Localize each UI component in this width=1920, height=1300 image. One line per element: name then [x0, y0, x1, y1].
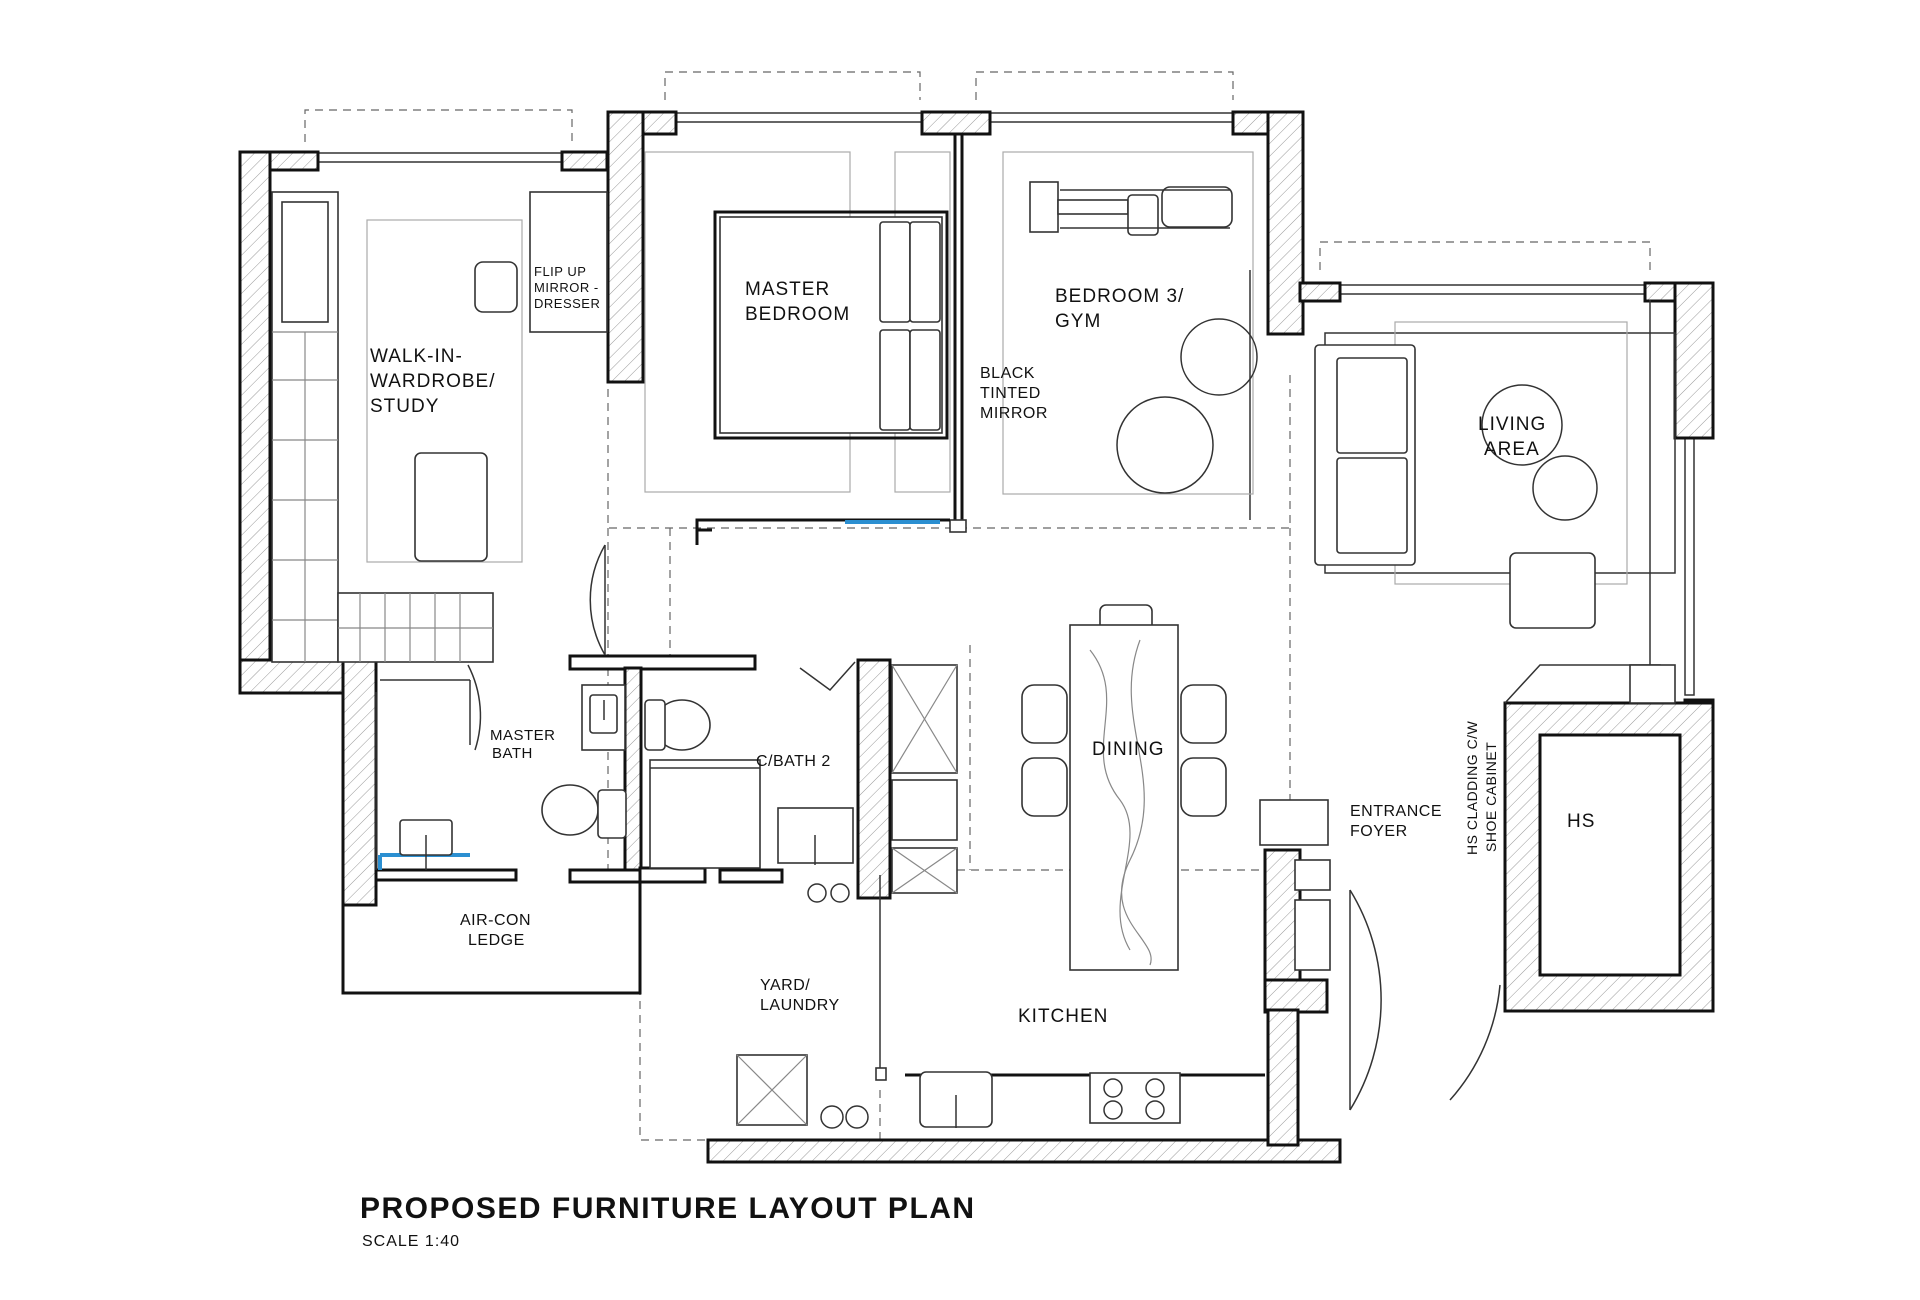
wardrobe-furniture: [271, 191, 608, 663]
label-master-bath-2: BATH: [492, 745, 533, 762]
label-flip-up-3: DRESSER: [534, 296, 600, 311]
label-kitchen: KITCHEN: [1018, 1006, 1108, 1027]
label-hs: HS: [1567, 811, 1595, 832]
master-bath-fixtures: [399, 684, 627, 870]
label-living-1: LIVING: [1478, 414, 1546, 435]
walls: [238, 110, 1715, 1164]
label-flip-up-1: FLIP UP: [534, 264, 586, 279]
living-furniture: [1314, 300, 1676, 704]
label-yard-2: LAUNDRY: [760, 997, 840, 1014]
plan-scale: SCALE 1:40: [362, 1233, 460, 1250]
label-black-mirror-3: MIRROR: [980, 405, 1048, 422]
plan-title: PROPOSED FURNITURE LAYOUT PLAN: [360, 1192, 976, 1225]
label-black-mirror-2: TINTED: [980, 385, 1041, 402]
label-bedroom3-2: GYM: [1055, 311, 1101, 332]
label-black-mirror-1: BLACK: [980, 365, 1035, 382]
room-labels: WALK-IN- WARDROBE/ STUDY FLIP UP MIRROR …: [370, 264, 1595, 1027]
label-living-2: AREA: [1484, 439, 1540, 460]
label-bedroom3-1: BEDROOM 3/: [1055, 286, 1184, 307]
window-outlines: [304, 71, 1651, 270]
label-yard-1: YARD/: [760, 977, 810, 994]
label-entrance-2: FOYER: [1350, 823, 1408, 840]
dining-furniture: [1021, 604, 1227, 971]
label-walk-in-3: STUDY: [370, 396, 439, 417]
label-entrance-1: ENTRANCE: [1350, 803, 1442, 820]
label-master-bedroom-1: MASTER: [745, 279, 830, 300]
label-flip-up-2: MIRROR -: [534, 280, 599, 295]
label-walk-in-2: WARDROBE/: [370, 371, 495, 392]
label-master-bedroom-2: BEDROOM: [745, 304, 850, 325]
master-bedroom-furniture: [644, 151, 951, 493]
doors: [380, 544, 1501, 1111]
kitchen-fixtures: [736, 664, 1331, 1129]
label-master-bath-1: MASTER: [490, 727, 556, 744]
label-dining: DINING: [1092, 739, 1165, 760]
label-aircon-1: AIR-CON: [460, 912, 531, 929]
label-hs-cladding-1: HS CLADDING C/W: [1464, 720, 1480, 855]
label-cbath2: C/BATH 2: [756, 753, 831, 770]
gym-furniture: [1002, 151, 1258, 495]
label-aircon-2: LEDGE: [468, 932, 525, 949]
label-hs-cladding-2: SHOE CABINET: [1483, 742, 1499, 852]
cbath2-fixtures: [644, 699, 854, 869]
label-walk-in-1: WALK-IN-: [370, 346, 463, 367]
